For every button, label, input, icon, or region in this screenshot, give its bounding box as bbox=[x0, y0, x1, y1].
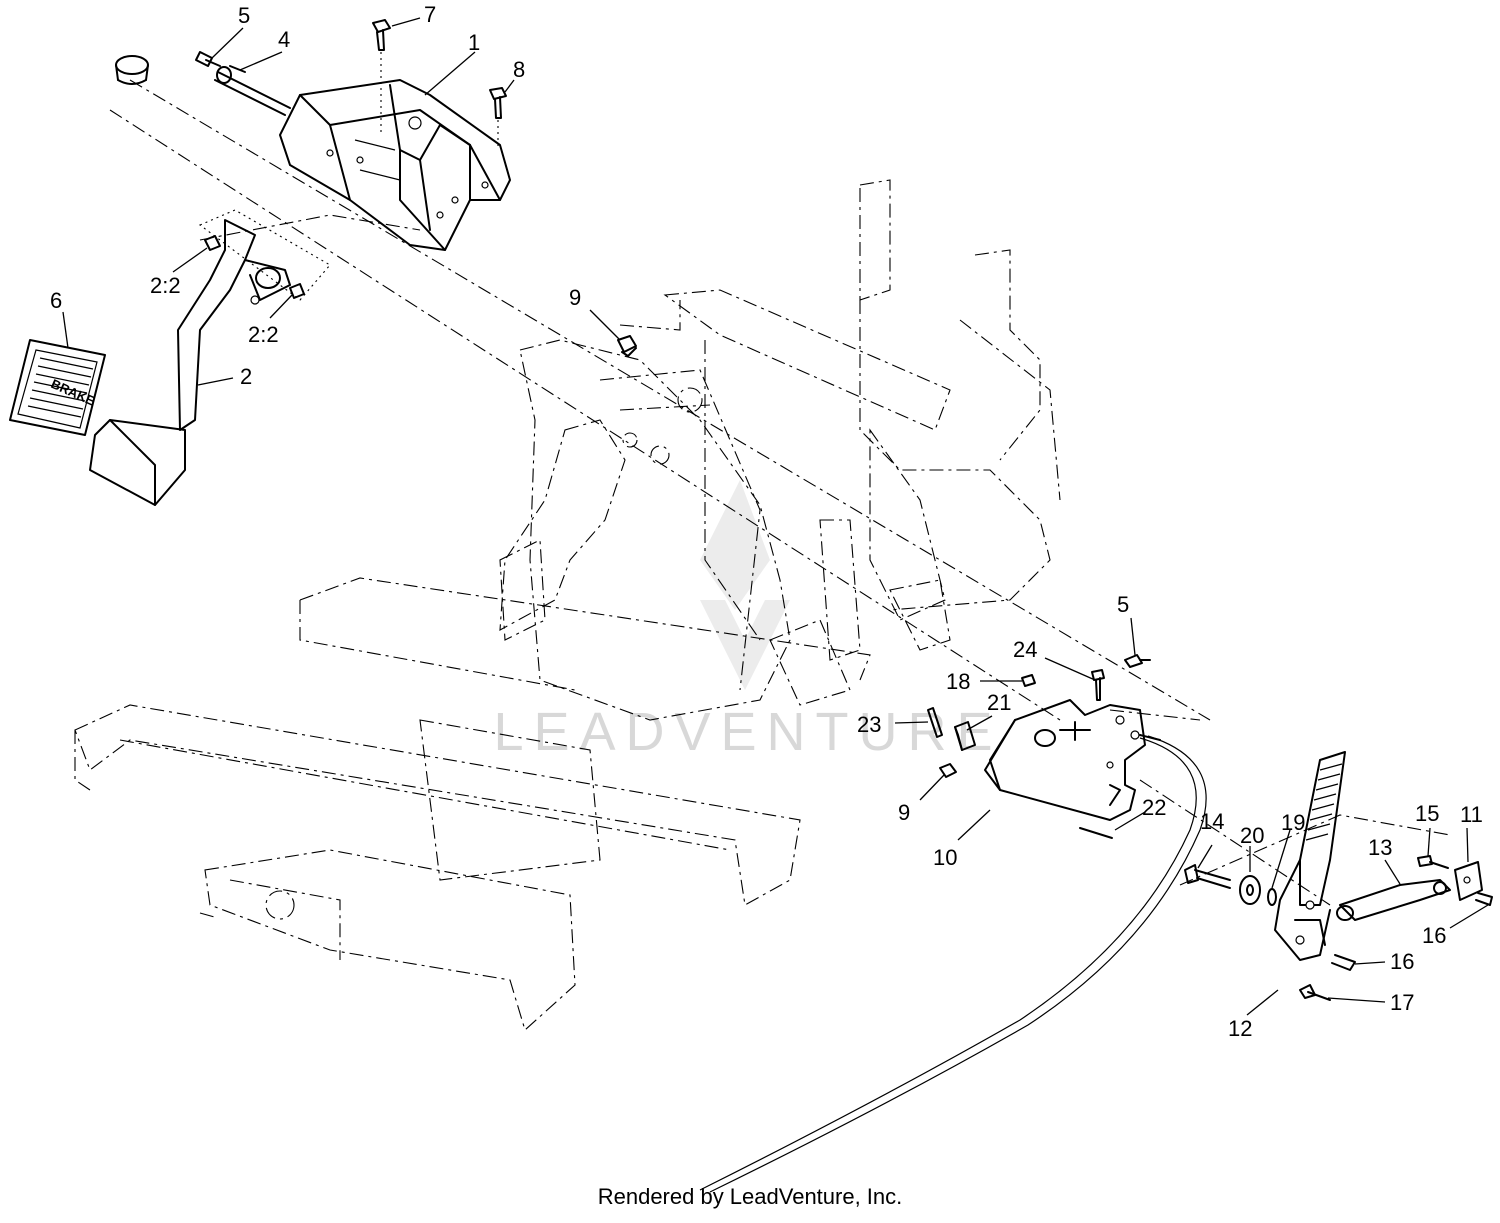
leader-lines bbox=[62, 17, 1489, 1016]
pin-23 bbox=[927, 707, 943, 738]
brake-cable bbox=[699, 735, 1207, 1193]
nut-18 bbox=[1021, 674, 1036, 687]
parking-brake-handle bbox=[1274, 751, 1346, 961]
washer-19 bbox=[1267, 888, 1277, 906]
callout-11: 11 bbox=[1460, 802, 1483, 827]
callout-8: 8 bbox=[513, 57, 525, 82]
callout-2-2-lower: 2:2 bbox=[248, 322, 279, 347]
parking-brake-bracket bbox=[984, 699, 1161, 821]
stud-24 bbox=[1091, 669, 1105, 701]
callout-6: 6 bbox=[50, 288, 62, 313]
pivot-bolt-14 bbox=[1184, 864, 1231, 889]
callout-10: 10 bbox=[933, 845, 957, 870]
bolt-5-top bbox=[195, 51, 221, 67]
callout-2: 2 bbox=[240, 364, 252, 389]
callout-2-2-upper: 2:2 bbox=[150, 273, 181, 298]
link-arm-13 bbox=[1336, 879, 1451, 921]
bolt-8 bbox=[489, 87, 507, 150]
callout-labels: 1 2 2:2 2:2 4 5 5 6 7 8 9 9 10 11 12 13 … bbox=[50, 2, 1483, 1041]
callout-24: 24 bbox=[1013, 637, 1037, 662]
bolt-15 bbox=[1417, 855, 1449, 869]
clip-16-upper bbox=[1475, 892, 1493, 906]
bolt-5-lower bbox=[1124, 654, 1151, 668]
brake-pedal-arm bbox=[89, 209, 331, 506]
callout-5-lower: 5 bbox=[1117, 592, 1129, 617]
nut-9-top bbox=[617, 335, 637, 357]
callout-7: 7 bbox=[424, 2, 436, 27]
alignment-lines bbox=[109, 79, 1451, 906]
callout-15: 15 bbox=[1415, 801, 1439, 826]
brake-pad-cover: BRAKE bbox=[9, 339, 106, 436]
pin-22 bbox=[1079, 827, 1113, 839]
callout-1: 1 bbox=[468, 30, 480, 55]
callout-9-top: 9 bbox=[569, 285, 581, 310]
callout-16-lower: 16 bbox=[1390, 949, 1414, 974]
footer-credit: Rendered by LeadVenture, Inc. bbox=[597, 1184, 903, 1209]
callout-23: 23 bbox=[857, 712, 881, 737]
callout-20: 20 bbox=[1240, 823, 1264, 848]
callout-19: 19 bbox=[1281, 810, 1305, 835]
washer-20 bbox=[1239, 875, 1261, 905]
pivot-pin bbox=[214, 65, 291, 116]
callout-9-lower: 9 bbox=[898, 800, 910, 825]
callout-13: 13 bbox=[1368, 835, 1392, 860]
bolt-17 bbox=[1299, 984, 1331, 1001]
bolt-7 bbox=[372, 19, 391, 135]
callout-22: 22 bbox=[1142, 795, 1166, 820]
callout-12: 12 bbox=[1228, 1016, 1252, 1041]
clip-16-lower bbox=[1331, 954, 1356, 971]
watermark-text: LEADVENTURE bbox=[493, 702, 1002, 762]
brake-pedal-bracket bbox=[279, 79, 511, 251]
clevis-11 bbox=[1454, 861, 1483, 901]
bushing-top bbox=[115, 55, 149, 85]
callout-16-upper: 16 bbox=[1422, 923, 1446, 948]
callout-21: 21 bbox=[987, 690, 1011, 715]
callout-5-top: 5 bbox=[238, 3, 250, 28]
callout-14: 14 bbox=[1200, 809, 1224, 834]
nut-9-lower bbox=[939, 763, 957, 778]
callout-4: 4 bbox=[278, 27, 290, 52]
callout-18: 18 bbox=[946, 669, 970, 694]
callout-17: 17 bbox=[1390, 990, 1414, 1015]
frame-assembly bbox=[74, 179, 1061, 1031]
switch-21 bbox=[954, 721, 976, 751]
